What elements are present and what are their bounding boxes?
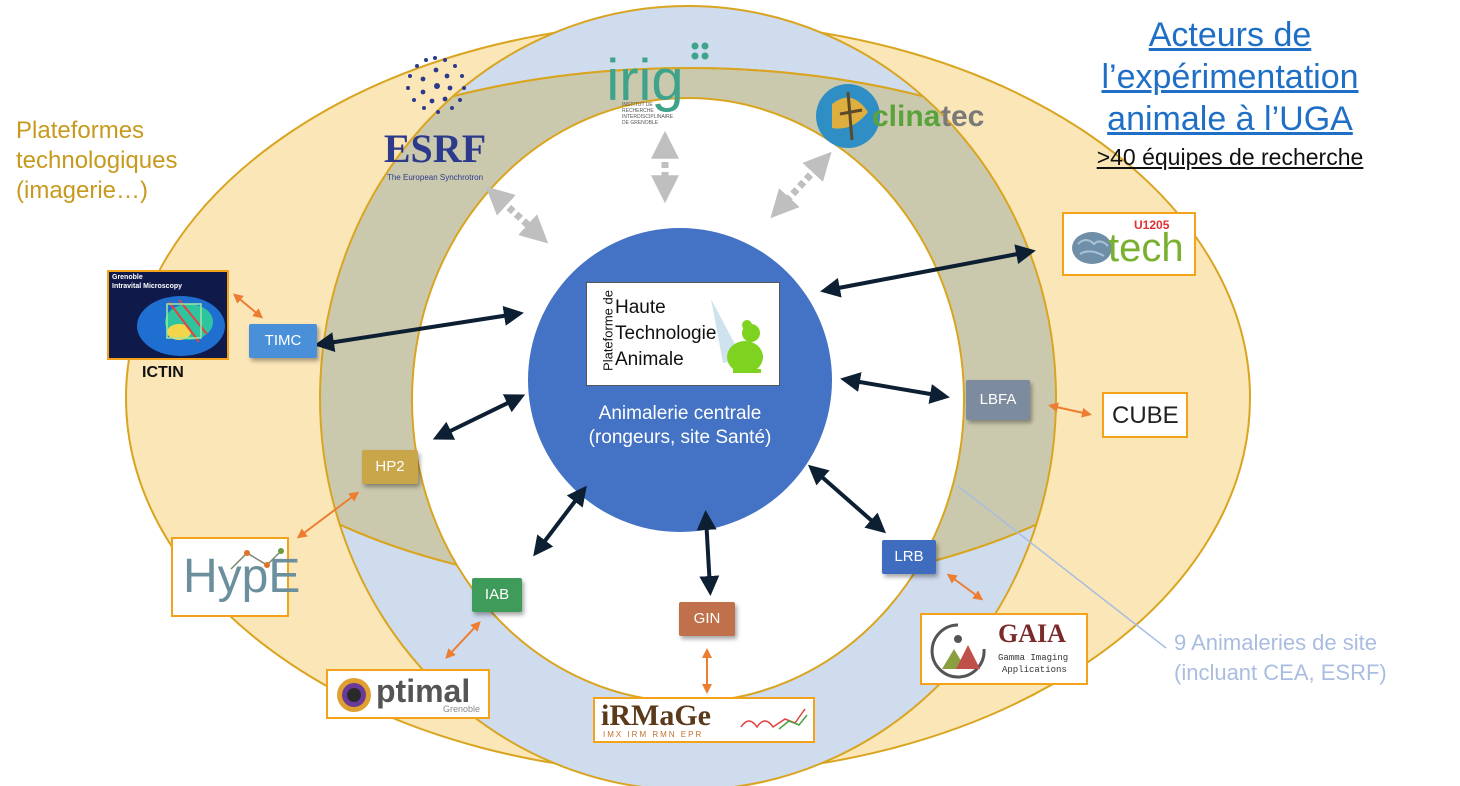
site-box-hp2[interactable]: HP2 <box>362 450 418 484</box>
outer-ring-label: Plateformes technologiques (imagerie…) <box>16 116 177 206</box>
brain-icon <box>1072 232 1112 264</box>
arrow-lrb <box>807 464 887 534</box>
arrow-hype-hp2 <box>296 491 360 539</box>
inner-ring-label-1: 9 Animaleries de site <box>1174 630 1377 655</box>
irig-dots-icon <box>691 42 709 60</box>
optimal-logo[interactable]: ptimal Grenoble <box>326 669 490 719</box>
pht-logo: Plateforme de Haute Technologie Animale <box>586 282 780 386</box>
outer-ring-label-2: technologiques <box>16 147 178 174</box>
center-caption-1: Animalerie centrale <box>598 403 762 424</box>
irig-tagline-1: INSTITUT DE <box>622 102 653 108</box>
cube-logo[interactable]: CUBE <box>1102 392 1188 438</box>
irig-tagline-3: INTERDISCIPLINAIRE <box>622 114 674 120</box>
ictin-logo-line-2: Intravital Microscopy <box>112 283 183 290</box>
tech-name: tech <box>1108 226 1184 270</box>
center-caption-2: (rongeurs, site Santé) <box>588 427 772 448</box>
arrow-tech <box>820 244 1036 298</box>
esrf-name: ESRF <box>384 126 486 171</box>
site-box-iab[interactable]: IAB <box>472 578 522 612</box>
title-line-3[interactable]: animale à l’UGA <box>1107 100 1353 138</box>
hype-logo[interactable]: HypE <box>171 537 300 617</box>
microscopy-image-icon <box>137 296 225 356</box>
arrow-esrf <box>485 186 549 244</box>
arrow-gaia-lrb <box>946 573 984 601</box>
title-subtitle[interactable]: >40 équipes de recherche <box>1096 144 1364 170</box>
esrf-tagline: The European Synchrotron <box>387 173 483 182</box>
optimal-eye-icon <box>337 678 371 712</box>
irig-tagline-2: RECHERCHE <box>622 108 654 114</box>
irig-tagline-4: DE GRENOBLE <box>622 120 659 126</box>
spectrum-icon <box>740 708 808 730</box>
arrow-iab <box>533 485 587 557</box>
site-box-lrb[interactable]: LRB <box>882 540 936 574</box>
arrow-cube-lbfa <box>1048 402 1092 418</box>
gaia-logo[interactable]: GAIA Gamma Imaging Applications <box>920 613 1088 685</box>
diagram-title: Acteurs de l’expérimentation animale à l… <box>1080 14 1380 171</box>
arrow-optimal-iab <box>445 621 481 659</box>
clinatec-name-b: tec <box>941 100 984 133</box>
tech-logo[interactable]: U1205 tech <box>1062 212 1196 276</box>
irmage-sub: IMX IRM RMN EPR <box>603 730 704 739</box>
inner-ring-label-2: (incluant CEA, ESRF) <box>1174 660 1387 685</box>
center-caption: Animalerie centrale (rongeurs, site Sant… <box>540 402 820 450</box>
esrf-logo <box>406 56 466 114</box>
gaia-sub-2: Applications <box>1002 665 1067 675</box>
optimal-name: ptimal <box>376 673 471 709</box>
title-line-1[interactable]: Acteurs de <box>1148 16 1312 54</box>
optimal-sub: Grenoble <box>442 704 480 714</box>
outer-ring-label-1: Plateformes <box>16 117 145 144</box>
pht-logo-line-1: Haute <box>615 297 666 318</box>
site-box-gin[interactable]: GIN <box>679 602 735 636</box>
gaia-sub-1: Gamma Imaging <box>998 653 1069 663</box>
gaia-emblem-icon <box>930 623 986 679</box>
tech-code: U1205 <box>1134 218 1170 232</box>
inner-ring-label: 9 Animaleries de site (incluant CEA, ESR… <box>1174 628 1387 688</box>
title-line-2[interactable]: l’expérimentation <box>1101 58 1359 96</box>
ictin-logo[interactable]: Grenoble Intravital Microscopy <box>107 270 229 360</box>
irmage-logo[interactable]: iRMaGe IMX IRM RMN EPR <box>593 697 815 743</box>
irig-name: irig <box>606 48 683 113</box>
arrow-timc <box>314 305 524 353</box>
pht-logo-line-2: Technologie <box>615 323 717 344</box>
pht-logo-vertical: Plateforme de <box>600 290 616 371</box>
pht-logo-line-3: Animale <box>615 349 684 370</box>
arrow-lbfa <box>840 372 950 404</box>
gaia-name: GAIA <box>998 619 1066 648</box>
site-box-timc[interactable]: TIMC <box>249 324 317 358</box>
clinatec-name-a: clina <box>872 100 941 133</box>
arrow-gin <box>696 510 720 596</box>
ictin-logo-line-1: Grenoble <box>112 274 143 281</box>
irmage-name: iRMaGe <box>601 699 711 732</box>
site-box-lbfa[interactable]: LBFA <box>966 380 1030 420</box>
ictin-label: ICTIN <box>142 364 184 381</box>
label-connector <box>957 485 1167 649</box>
arrow-ictin-timc <box>232 293 264 319</box>
cube-name: CUBE <box>1112 402 1179 429</box>
network-icon <box>230 548 284 570</box>
outer-ring-label-3: (imagerie…) <box>16 177 149 204</box>
arrow-clinatec <box>770 151 832 219</box>
mouse-icon <box>711 299 763 373</box>
arrow-hp2 <box>432 394 526 440</box>
